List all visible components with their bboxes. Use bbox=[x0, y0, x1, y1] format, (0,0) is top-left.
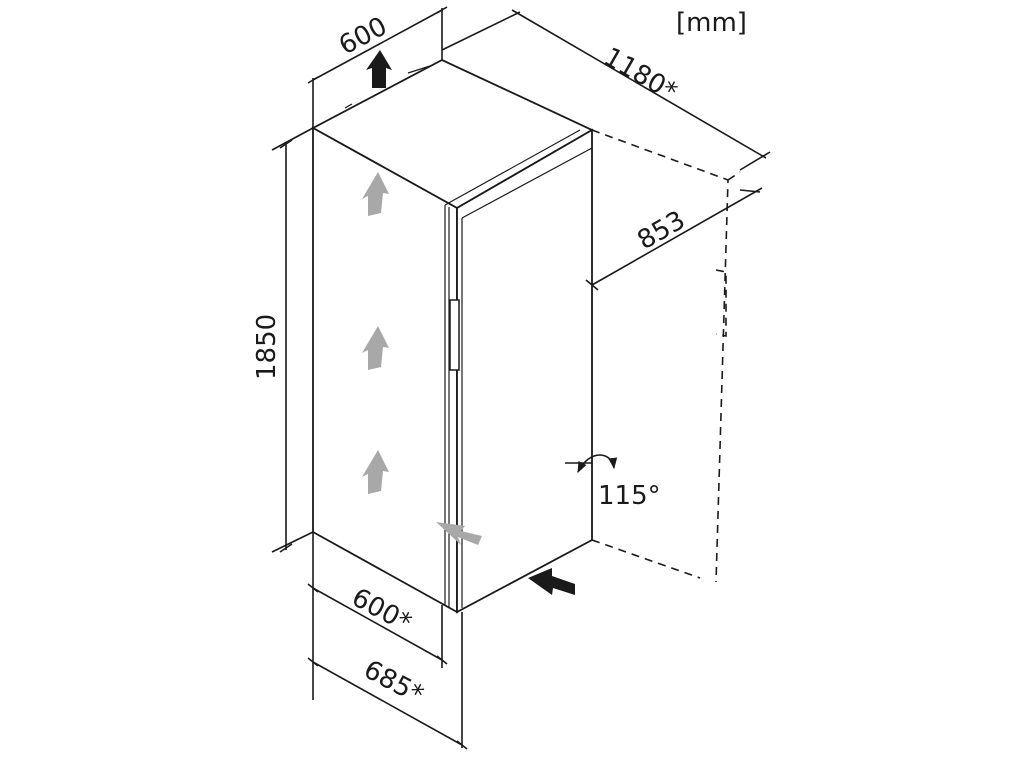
door-swing-outline bbox=[591, 129, 741, 583]
airflow-arrow-icon bbox=[362, 450, 389, 494]
door-handle bbox=[449, 299, 460, 371]
air-inlet-arrow-icon bbox=[436, 522, 482, 545]
air-inlet-arrow-icon bbox=[528, 568, 575, 595]
dim-height-label: 1850 bbox=[252, 314, 282, 380]
cabinet-door-face bbox=[456, 128, 593, 614]
dim-height: 1850 bbox=[252, 127, 314, 553]
dim-door-depth: 853 bbox=[585, 187, 763, 291]
door-angle-label: 115° bbox=[598, 481, 661, 511]
dim-bottom-depth-label: 685* bbox=[359, 655, 428, 711]
airflow-arrows bbox=[362, 172, 482, 545]
door-swing-icon bbox=[577, 454, 618, 474]
air-outlet-arrow-icon bbox=[366, 50, 392, 88]
cabinet-body bbox=[311, 58, 594, 614]
units-label: [mm] bbox=[676, 8, 747, 38]
airflow-arrow-icon bbox=[362, 326, 389, 370]
dim-bottom-width-label: 600* bbox=[347, 583, 416, 639]
dim-total-depth-label: 1180* bbox=[599, 42, 683, 108]
cabinet-side-face bbox=[312, 126, 458, 614]
dim-bottom-depth: 685* bbox=[307, 655, 468, 750]
dim-top-width-label: 600 bbox=[334, 11, 392, 61]
dim-door-depth-label: 853 bbox=[633, 205, 691, 256]
airflow-arrow-icon bbox=[362, 172, 389, 216]
dark-arrows bbox=[366, 50, 575, 595]
door-angle-indicator: 115° bbox=[565, 454, 661, 511]
